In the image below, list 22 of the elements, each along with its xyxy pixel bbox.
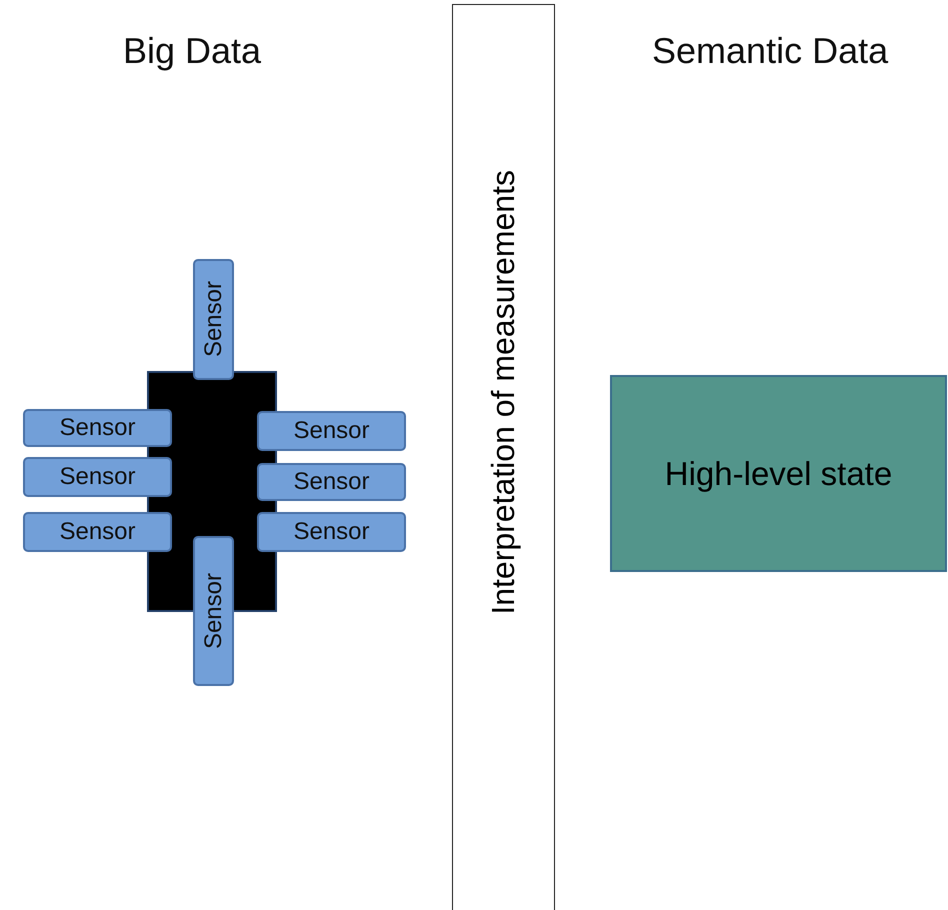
interpretation-label: Interpretation of measurements bbox=[485, 170, 522, 615]
sensor-label: Sensor bbox=[200, 572, 228, 650]
interpretation-bar bbox=[452, 4, 555, 910]
sensor-box bbox=[257, 411, 406, 451]
state-label: High-level state bbox=[664, 454, 892, 492]
sensor-box bbox=[193, 259, 234, 380]
sensor-label: Sensor bbox=[293, 468, 370, 496]
sensor-label: Sensor bbox=[59, 414, 136, 442]
section-heading: Semantic Data bbox=[652, 30, 888, 72]
sensor-label: Sensor bbox=[293, 417, 370, 445]
state-box bbox=[610, 375, 947, 572]
sensor-label: Sensor bbox=[200, 281, 228, 358]
section-heading: Big Data bbox=[123, 30, 262, 72]
sensor-box bbox=[257, 463, 406, 501]
sensor-box bbox=[257, 512, 406, 552]
sensor-box bbox=[23, 409, 172, 447]
sensor-box bbox=[23, 512, 172, 552]
sensor-label: Sensor bbox=[59, 463, 136, 491]
sensor-box bbox=[23, 457, 172, 497]
sensor-label: Sensor bbox=[293, 518, 370, 546]
sensor-label: Sensor bbox=[59, 518, 136, 546]
sensor-box bbox=[193, 536, 234, 686]
